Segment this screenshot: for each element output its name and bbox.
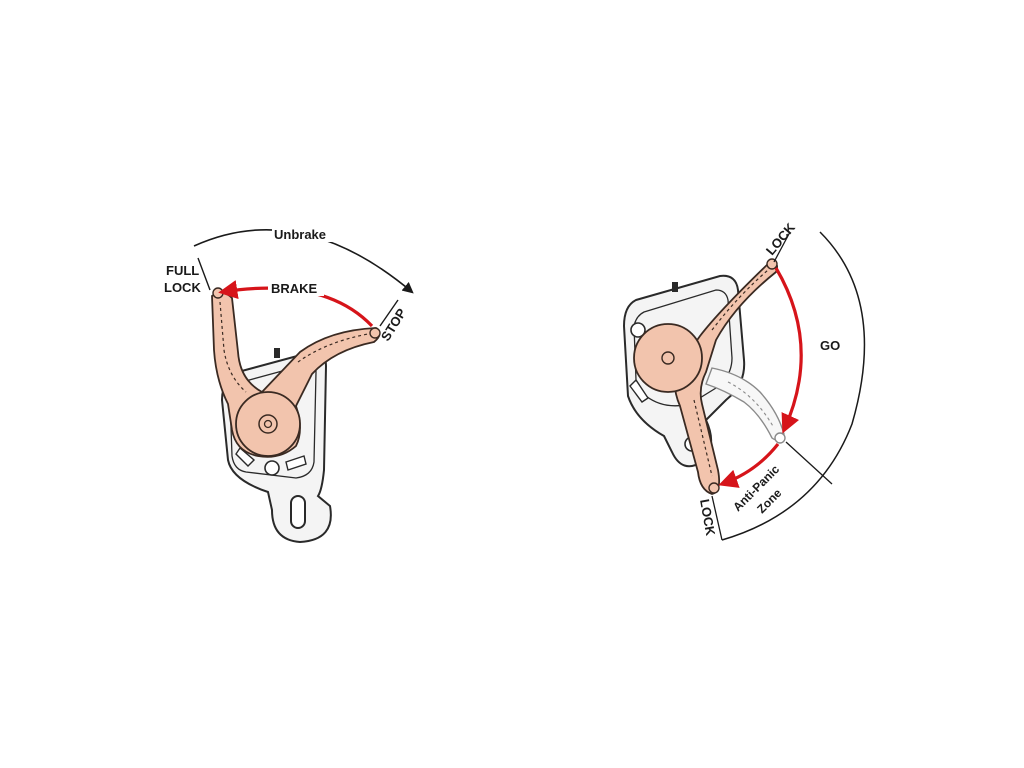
full-lock-label-line1: FULL: [166, 263, 199, 278]
right-small-slot: [629, 378, 649, 403]
lock-top-tick: [773, 231, 791, 263]
full-lock-tick: [197, 257, 211, 291]
unbrake-label: Unbrake: [274, 227, 326, 242]
go-arrow: [774, 267, 803, 434]
right-hub-center: [661, 351, 675, 365]
right-handle-grip-upper: [711, 269, 769, 331]
left-small-hole: [264, 460, 280, 476]
brake-label: BRAKE: [271, 281, 318, 296]
left-device: [211, 287, 381, 544]
right-handle-bottom-knob: [708, 482, 720, 494]
left-handle-grip-vertical: [219, 301, 247, 393]
stop-tick: [379, 299, 399, 327]
lock-top-label: LOCK: [763, 220, 799, 258]
full-lock-label-line2: LOCK: [164, 280, 201, 295]
left-top-pin: [274, 348, 280, 358]
go-label: GO: [820, 338, 840, 353]
anti-panic-arrow: [718, 443, 780, 488]
left-hub-center: [263, 419, 273, 429]
left-handle-tip-knob: [212, 287, 224, 299]
brake-label-bg: [268, 280, 324, 296]
left-small-slot-2: [235, 446, 256, 467]
right-handle-grip-lower: [693, 399, 713, 477]
left-small-slot: [285, 455, 307, 471]
right-small-hole-top: [630, 322, 646, 338]
left-handle-end-knob: [369, 327, 381, 339]
anti-panic-divider: [785, 441, 833, 485]
right-handle-ghost-grip: [727, 381, 775, 429]
stop-label: STOP: [378, 306, 410, 344]
lock-bottom-label: LOCK: [697, 498, 718, 537]
right-ghost-knob: [774, 432, 786, 444]
left-attachment-slot: [290, 495, 306, 529]
right-device-inner-rim: [633, 289, 733, 407]
unbrake-label-bg: [272, 226, 334, 242]
lock-bottom-tick: [711, 495, 723, 541]
right-device: [622, 258, 786, 495]
left-handle-grip-horizontal: [297, 333, 369, 363]
right-top-pin: [672, 282, 678, 292]
right-outer-arc: [721, 231, 866, 541]
